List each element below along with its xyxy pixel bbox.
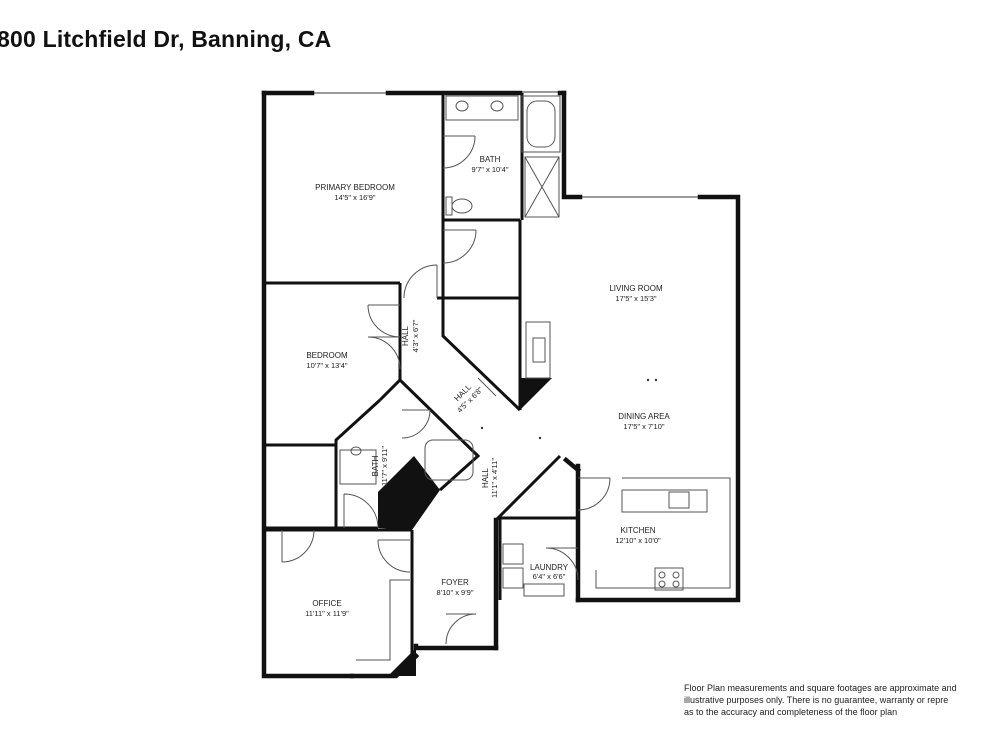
room-label-kitchen: KITCHEN xyxy=(620,526,655,535)
room-dims-kitchen: 12'10" x 10'0" xyxy=(615,536,661,545)
floor-plan-disclaimer: Floor Plan measurements and square foota… xyxy=(684,682,1000,718)
interior-walls xyxy=(264,93,580,660)
room-labels: PRIMARY BEDROOM 14'5" x 16'9" BATH 9'7" … xyxy=(305,155,670,618)
solid-chases xyxy=(378,378,552,676)
room-dims-foyer: 8'10" x 9'9" xyxy=(437,588,474,597)
room-label-hall-1: HALL xyxy=(401,325,410,346)
property-address-title: 800 Litchfield Dr, Banning, CA xyxy=(0,26,332,52)
room-dims-laundry: 6'4" x 6'6" xyxy=(533,572,566,581)
disclaimer-line-1: Floor Plan measurements and square foota… xyxy=(684,683,957,693)
room-label-primary-bath: BATH xyxy=(480,155,501,164)
room-label-bedroom: BEDROOM xyxy=(306,351,348,360)
room-label-foyer: FOYER xyxy=(441,578,469,587)
disclaimer-line-2: illustrative purposes only. There is no … xyxy=(684,695,949,705)
room-label-hall-3: HALL xyxy=(481,467,490,488)
room-label-bath-2: BATH xyxy=(371,455,380,476)
room-dims-living-room: 17'5" x 15'3" xyxy=(615,294,656,303)
fixtures xyxy=(339,95,731,661)
room-dims-primary-bath: 9'7" x 10'4" xyxy=(472,165,509,174)
room-label-laundry: LAUNDRY xyxy=(530,563,569,572)
ceiling-markers xyxy=(480,378,658,440)
room-label-office: OFFICE xyxy=(312,599,341,608)
room-label-dining-area: DINING AREA xyxy=(618,412,670,421)
room-label-primary-bedroom: PRIMARY BEDROOM xyxy=(315,183,395,192)
room-dims-office: 11'11" x 11'9" xyxy=(305,609,349,618)
room-label-living-room: LIVING ROOM xyxy=(609,284,663,293)
room-dims-bath-2: 11'7" x 9'11" xyxy=(380,446,389,486)
room-dims-hall-3: 11'1" x 4'11" xyxy=(490,458,499,498)
room-dims-primary-bedroom: 14'5" x 16'9" xyxy=(334,193,375,202)
room-dims-hall-1: 4'3" x 6'7" xyxy=(411,319,420,352)
disclaimer-line-3: as to the accuracy and completeness of t… xyxy=(684,707,898,717)
room-dims-bedroom: 10'7" x 13'4" xyxy=(306,361,347,370)
doors xyxy=(281,135,611,645)
room-dims-dining-area: 17'5" x 7'10" xyxy=(623,422,664,431)
